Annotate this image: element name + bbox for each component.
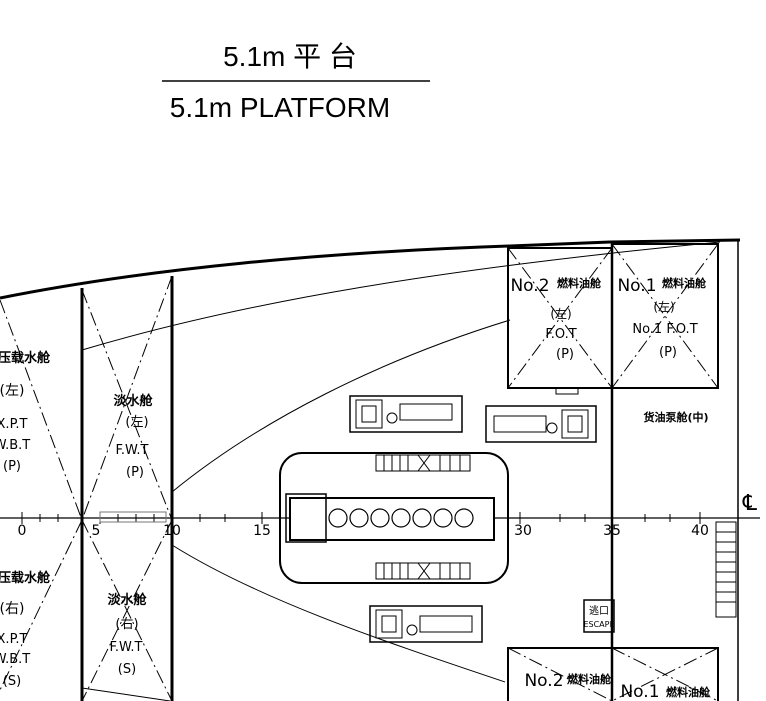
hull-curve-4: [81, 687, 171, 701]
fw-stbd-cn: 淡水舱: [107, 592, 147, 608]
fot1-port-side: (左): [653, 299, 674, 314]
ballast-stbd-cn: 压载水舱: [0, 570, 51, 586]
fot2-port-side-en: (P): [556, 347, 574, 362]
ballast-stbd-code1: X.P.T: [0, 632, 28, 647]
grating-bars: [383, 454, 461, 580]
frame-label-30: 30: [514, 523, 532, 539]
generator-3: [369, 605, 483, 643]
title-en: 5.1m PLATFORM: [170, 92, 390, 123]
tank-cross-lines: [0, 243, 719, 701]
ballast-port-side: (左): [0, 383, 24, 399]
shaft: [99, 511, 167, 523]
centerline-symbol: ℄: [742, 491, 758, 516]
frame-ticks: [21, 512, 701, 524]
engine-room-enclosure: [279, 452, 509, 584]
hull-curve-3: [171, 544, 506, 683]
lower-grating: [375, 562, 471, 580]
hull-deck-edge: [0, 238, 741, 300]
ballast-stbd-code2: W.B.T: [0, 652, 30, 667]
cargo-pump-room-label: 货油泵舱(中): [642, 410, 708, 424]
fot1-stbd-no: No.1: [620, 682, 659, 701]
fot1-port-outline: [611, 243, 719, 389]
fw-stbd-side: (右): [115, 617, 138, 632]
ballast-stbd-side: (右): [0, 601, 24, 617]
ballast-port-cn: 压载水舱: [0, 350, 51, 366]
fot2-stbd-no: No.2: [524, 671, 563, 691]
generator-2: [485, 405, 597, 443]
fw-port-cn: 淡水舱: [113, 393, 153, 409]
fot1-stbd-outline: [611, 647, 719, 701]
fot1-port-cn: 燃料油舱: [661, 276, 707, 290]
ballast-port-side-en: (P): [3, 459, 21, 474]
escape-hatch: [583, 599, 615, 633]
fot2-port-code: F.O.T: [545, 327, 576, 342]
fot2-port-cn: 燃料油舱: [556, 276, 602, 290]
main-engine-end: [285, 493, 327, 543]
fw-port-code: F.W.T: [116, 443, 149, 458]
fw-port-side-en: (P): [126, 465, 144, 480]
frame-label-15: 15: [253, 523, 271, 539]
frame-label-0: 0: [18, 523, 27, 539]
hull-curve-2: [171, 319, 511, 493]
fot1-port-code: No.1 F.O.T: [632, 322, 697, 337]
escape-label-cn: 逃口: [589, 604, 609, 617]
fot2-port-side: (左): [550, 306, 571, 321]
ballast-stbd-side-en: (S): [3, 674, 21, 689]
fot1-stbd-cn: 燃料油舱: [665, 685, 711, 699]
frame-label-35: 35: [603, 523, 621, 539]
fot2-stbd-cn: 燃料油舱: [566, 672, 612, 686]
fw-stbd-side-en: (S): [118, 662, 136, 677]
fot1-port-side-en: (P): [659, 345, 677, 360]
generator-1: [349, 395, 463, 433]
title-cn: 5.1m 平 台: [223, 41, 357, 72]
fot1-port-no: No.1: [617, 276, 656, 296]
frame-label-10: 10: [163, 523, 181, 539]
fw-stbd-code: F.W.T: [110, 640, 143, 655]
fw-port-side: (左): [125, 415, 148, 430]
frame-label-5: 5: [92, 523, 101, 539]
ladder: [715, 521, 737, 618]
frame-label-40: 40: [691, 523, 709, 539]
ballast-port-code1: X.P.T: [0, 417, 28, 432]
pump-room-hatch: [555, 387, 579, 395]
escape-label-en: ESCAPE: [583, 620, 614, 629]
fot2-port-no: No.2: [510, 276, 549, 296]
engine-cylinders: [328, 508, 474, 528]
hull-curve-1: [81, 241, 721, 351]
upper-grating: [375, 454, 471, 472]
ballast-port-code2: W.B.T: [0, 438, 30, 453]
